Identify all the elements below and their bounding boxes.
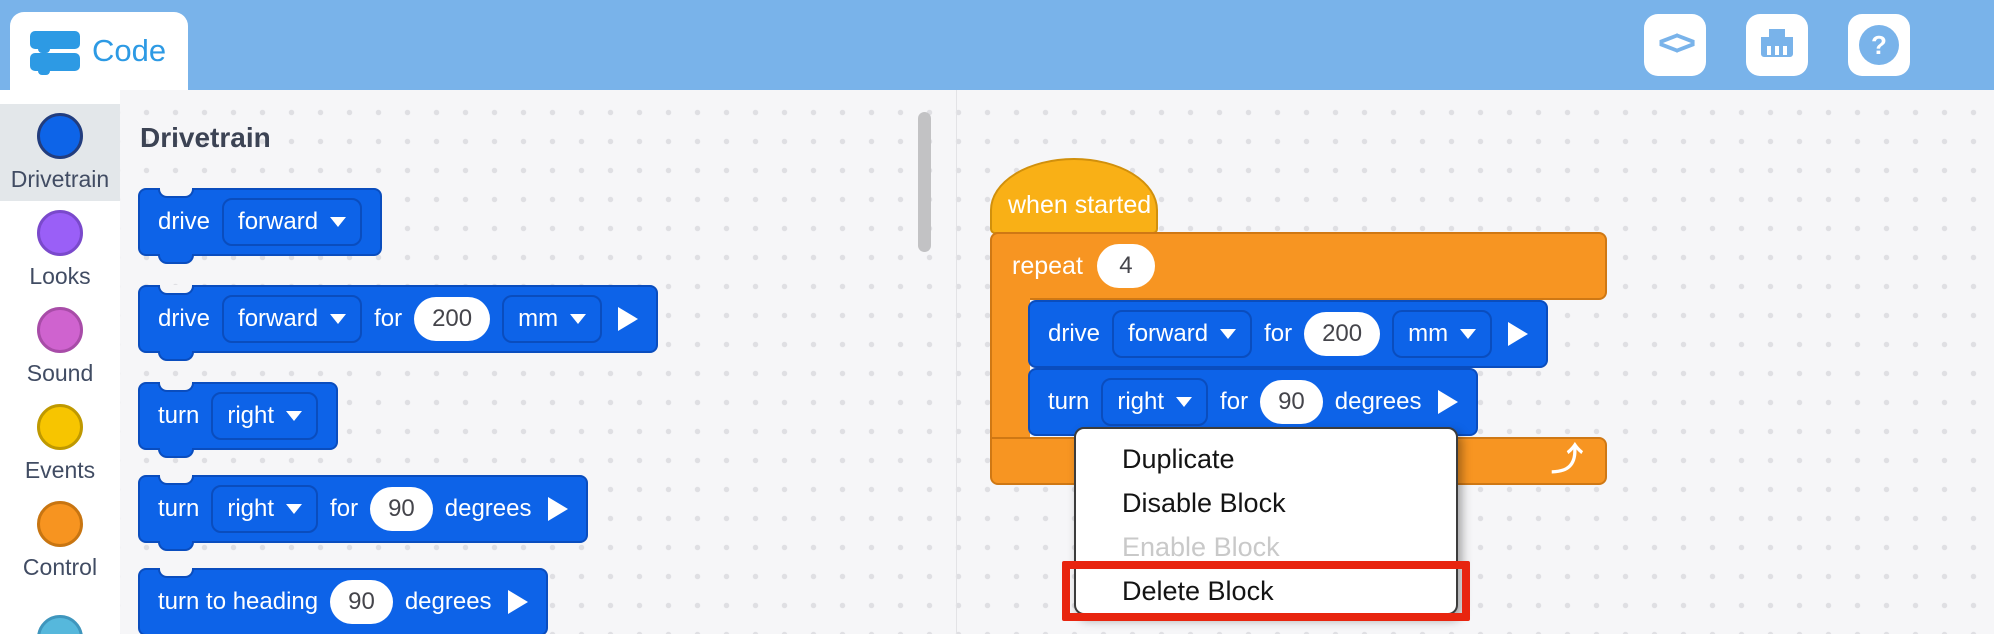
value-input[interactable]: 90 (370, 487, 433, 531)
palette-block-turn-for[interactable]: turn right for 90 degrees (138, 475, 588, 551)
category-circle-icon (37, 209, 83, 256)
block-label: degrees (1334, 388, 1422, 415)
dropdown-caret-icon (286, 411, 303, 421)
right-dropdown[interactable]: right (1101, 378, 1209, 426)
palette-workspace-divider (956, 90, 957, 634)
menu-item-duplicate[interactable]: Duplicate (1122, 443, 1235, 474)
palette-block-drive-for[interactable]: drive forward for 200 mm (138, 285, 659, 361)
help-button[interactable]: ? (1848, 14, 1910, 76)
dropdown-value: right (1117, 388, 1165, 415)
right-dropdown[interactable]: right (211, 392, 319, 440)
sidebar-item-partial[interactable] (0, 589, 120, 634)
dropdown-value: mm (1408, 320, 1449, 347)
tab-code[interactable]: Code (10, 12, 188, 90)
tab-code-label: Code (92, 33, 167, 68)
hat-block-label: when started (1008, 191, 1152, 219)
top-bar-buttons: <> ? (1644, 14, 1910, 76)
block-label: for (330, 495, 359, 522)
menu-item-enable-block: Enable Block (1122, 531, 1280, 562)
value-input[interactable]: 200 (414, 297, 491, 341)
repeat-block[interactable]: repeat 4 (990, 232, 1607, 300)
palette-block-drive[interactable]: drive forward (138, 188, 383, 264)
forward-dropdown[interactable]: forward (222, 198, 363, 246)
dropdown-value: forward (238, 208, 319, 235)
workspace-block-drive-for[interactable]: drive forward for 200 mm (1028, 300, 1549, 368)
repeat-loop-arrow-icon: ⤴ (1550, 441, 1583, 477)
palette-scrollbar[interactable] (918, 112, 931, 252)
block-label: turn (1048, 388, 1090, 415)
repeat-block-label: repeat (1012, 251, 1083, 280)
repeat-block-spine[interactable] (990, 298, 1030, 439)
expand-arrow-icon[interactable] (507, 590, 528, 614)
dropdown-value: right (227, 495, 275, 522)
dropdown-caret-icon (330, 217, 347, 227)
expand-arrow-icon[interactable] (1508, 322, 1529, 346)
blocks-icon (30, 31, 80, 75)
category-circle-icon (37, 112, 83, 159)
dropdown-caret-icon (330, 314, 347, 324)
dropdown-caret-icon (570, 314, 587, 324)
sidebar-item-sound[interactable]: Sound (0, 298, 120, 395)
sidebar-item-label: Events (24, 456, 96, 483)
sidebar-item-drivetrain[interactable]: Drivetrain (0, 104, 120, 201)
dropdown-caret-icon (1176, 397, 1193, 407)
expand-arrow-icon[interactable] (547, 497, 568, 521)
palette-header: Drivetrain (140, 122, 271, 153)
block-label: turn (158, 402, 200, 429)
forward-dropdown[interactable]: forward (1112, 310, 1253, 358)
question-mark-icon: ? (1859, 25, 1899, 65)
sidebar-item-label: Looks (29, 262, 91, 289)
block-label: for (1264, 320, 1293, 347)
sidebar-item-control[interactable]: Control (0, 492, 120, 589)
block-label: turn (158, 495, 200, 522)
category-circle-icon (37, 500, 83, 547)
code-view-toggle-button[interactable]: <> (1644, 14, 1706, 76)
block-label: degrees (444, 495, 532, 522)
palette-block-turn[interactable]: turn right (138, 382, 339, 458)
forward-dropdown[interactable]: forward (222, 295, 363, 343)
sidebar-item-label: Drivetrain (10, 165, 110, 192)
block-label: for (374, 305, 403, 332)
dropdown-caret-icon (1460, 329, 1477, 339)
right-dropdown[interactable]: right (211, 485, 319, 533)
value-input[interactable]: 90 (330, 580, 393, 624)
top-bar: Code <> ? (0, 0, 1994, 90)
expand-arrow-icon[interactable] (1437, 390, 1458, 414)
mm-dropdown[interactable]: mm (1392, 310, 1493, 358)
sidebar-item-looks[interactable]: Looks (0, 201, 120, 298)
block-label: degrees (404, 588, 492, 615)
device-brain-button[interactable] (1746, 14, 1808, 76)
menu-item-disable-block[interactable]: Disable Block (1122, 487, 1286, 518)
block-label: turn to heading (158, 588, 319, 615)
block-label: for (1220, 388, 1249, 415)
repeat-count-input[interactable]: 4 (1096, 244, 1155, 288)
code-brackets-icon: <> (1657, 22, 1696, 63)
sidebar-item-label: Control (22, 553, 98, 580)
delete-block-highlight (1062, 561, 1470, 621)
block-label: drive (158, 208, 211, 235)
category-circle-icon (37, 306, 83, 353)
menu-item-delete-block[interactable]: Delete Block (1122, 575, 1274, 606)
sidebar-item-label: Sound (26, 359, 94, 386)
value-input[interactable]: 200 (1304, 312, 1381, 356)
workspace-block-turn-for[interactable]: turn right for 90 degrees (1028, 368, 1478, 436)
category-circle-icon (37, 614, 83, 634)
block-label: drive (1048, 320, 1101, 347)
dropdown-value: forward (238, 305, 319, 332)
expand-arrow-icon[interactable] (618, 307, 639, 331)
value-input[interactable]: 90 (1260, 380, 1323, 424)
dropdown-value: forward (1128, 320, 1209, 347)
category-circle-icon (37, 403, 83, 450)
dropdown-value: mm (518, 305, 559, 332)
dropdown-caret-icon (1220, 329, 1237, 339)
dropdown-value: right (227, 402, 275, 429)
palette-block-turn-to-heading[interactable]: turn to heading 90 degrees (138, 568, 548, 634)
block-label: drive (158, 305, 211, 332)
sidebar-item-events[interactable]: Events (0, 395, 120, 492)
dropdown-caret-icon (286, 504, 303, 514)
mm-dropdown[interactable]: mm (502, 295, 603, 343)
brain-icon (1757, 25, 1797, 66)
